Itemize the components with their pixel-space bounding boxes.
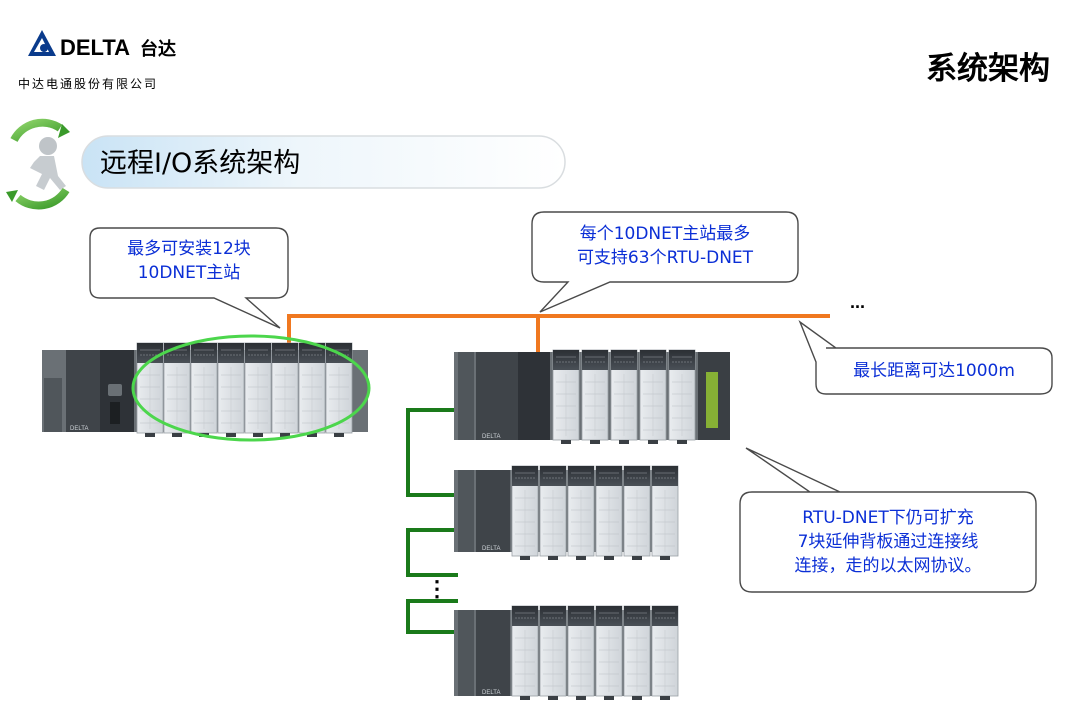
network-line [287, 314, 830, 352]
rtu-count-text-line2: 可支持63个RTU-DNET [576, 248, 754, 268]
expansion-callout [739, 447, 1037, 593]
logo-subtitle: 中达电通股份有限公司 [18, 76, 158, 91]
logo-brand: DELTA [60, 35, 130, 60]
expansion-text-line1: RTU-DNET下仍可扩充 [802, 508, 974, 528]
rtu-count-callout [531, 211, 799, 313]
rtu-rack: DELTA [454, 349, 730, 445]
running-figure-icon [6, 118, 70, 210]
distance-text: 最长距离可达1000m [853, 361, 1015, 381]
delta-logo [28, 30, 56, 56]
master-count-callout [89, 227, 289, 329]
network-ellipsis: ... [850, 292, 865, 312]
logo-brand-cn: 台达 [140, 38, 176, 59]
extension-rack: DELTA [454, 465, 679, 561]
expansion-text-line3: 连接，走的以太网协议。 [794, 556, 982, 576]
master-highlight-ellipse [131, 334, 371, 442]
svg-text:DELTA: DELTA [482, 690, 500, 696]
svg-text:DELTA: DELTA [70, 426, 88, 432]
rack-chain-ellipsis: ⋮ [426, 576, 448, 601]
slide-title: 系统架构 [926, 51, 1050, 87]
section-title-pill [81, 135, 566, 189]
master-count-text-line1: 最多可安装12块 [127, 239, 251, 259]
extension-cable [406, 408, 458, 634]
expansion-text-line2: 7块延伸背板通过连接线 [797, 532, 979, 552]
svg-text:DELTA: DELTA [482, 434, 500, 440]
section-title: 远程I/O系统架构 [100, 148, 300, 179]
svg-text:DELTA: DELTA [482, 546, 500, 552]
master-count-text-line2: 10DNET主站 [137, 263, 241, 283]
main-rack: DELTA [42, 342, 368, 438]
extension-rack: DELTA [454, 605, 679, 701]
distance-callout [798, 320, 1053, 395]
rtu-count-text-line1: 每个10DNET主站最多 [579, 224, 751, 244]
